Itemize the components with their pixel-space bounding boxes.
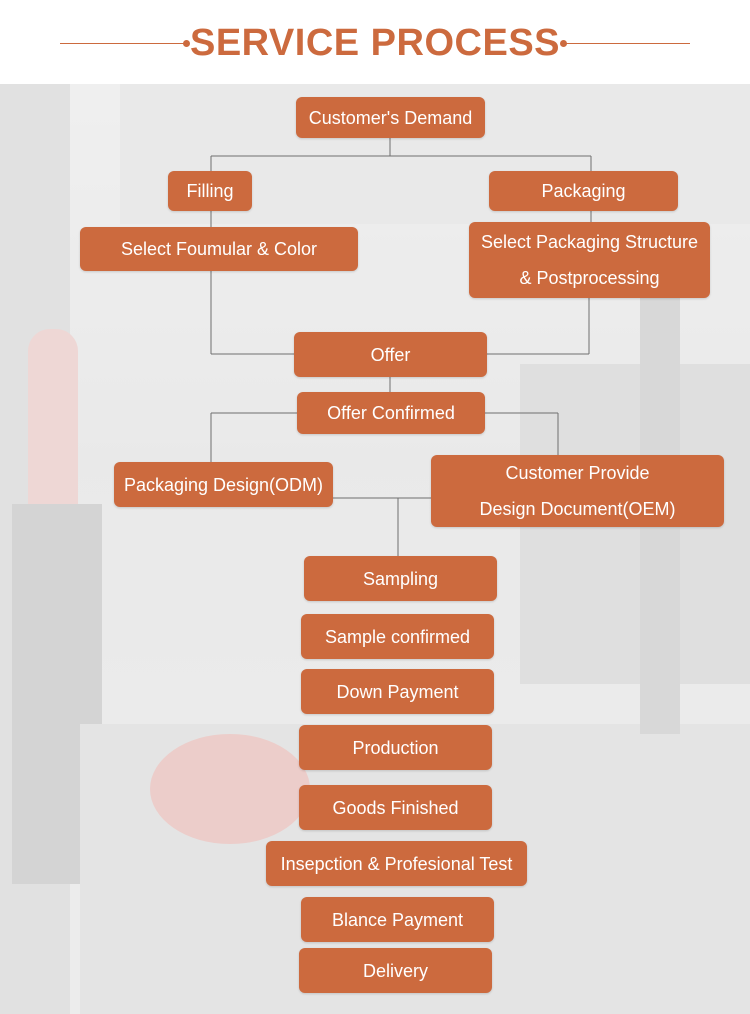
- header: SERVICE PROCESS: [0, 0, 750, 84]
- node-balance-payment: Blance Payment: [301, 897, 494, 942]
- node-label: Packaging: [541, 181, 626, 201]
- node-sample-confirmed: Sample confirmed: [301, 614, 494, 659]
- node-label: Blance Payment: [331, 909, 464, 930]
- node-label: Offer Confirmed: [327, 403, 455, 423]
- title-dot-left: [183, 40, 190, 47]
- node-label: Sample confirmed: [324, 626, 471, 647]
- node-label-line2: Design Document(OEM): [479, 499, 676, 519]
- node-label: Production: [352, 737, 439, 758]
- node-label: Select Foumular & Color: [120, 239, 318, 259]
- node-customer-provide-oem: Customer Provide Design Document(OEM): [431, 455, 724, 527]
- node-goods-finished: Goods Finished: [299, 785, 492, 830]
- node-label: Down Payment: [336, 681, 459, 702]
- node-label: Insepction & Profesional Test: [280, 853, 513, 874]
- node-offer: Offer: [294, 332, 487, 377]
- node-down-payment: Down Payment: [301, 669, 494, 714]
- node-delivery: Delivery: [299, 948, 492, 993]
- node-production: Production: [299, 725, 492, 770]
- page-title: SERVICE PROCESS: [189, 22, 561, 64]
- node-filling: Filling: [168, 171, 252, 211]
- node-label: Filling: [186, 181, 234, 201]
- title-dot-right: [560, 40, 567, 47]
- node-label: Offer: [370, 344, 411, 365]
- node-packaging: Packaging: [489, 171, 678, 211]
- node-sampling: Sampling: [304, 556, 497, 601]
- title-divider-left: [60, 43, 184, 44]
- node-inspection: Insepction & Profesional Test: [266, 841, 527, 886]
- node-label-line1: Customer Provide: [505, 463, 650, 483]
- node-select-packaging: Select Packaging Structure & Postprocess…: [469, 222, 710, 298]
- node-label-line1: Select Packaging Structure: [480, 232, 699, 252]
- node-label: Customer's Demand: [308, 107, 473, 128]
- node-label: Goods Finished: [332, 797, 459, 818]
- node-offer-confirmed: Offer Confirmed: [297, 392, 485, 434]
- node-label: Delivery: [362, 960, 428, 981]
- node-select-formula: Select Foumular & Color: [80, 227, 358, 271]
- node-label: Packaging Design(ODM): [123, 474, 324, 495]
- title-divider-right: [566, 43, 690, 44]
- node-customers-demand: Customer's Demand: [296, 97, 485, 138]
- node-label-line2: & Postprocessing: [519, 268, 660, 288]
- node-label: Sampling: [362, 568, 439, 589]
- node-packaging-design-odm: Packaging Design(ODM): [114, 462, 333, 507]
